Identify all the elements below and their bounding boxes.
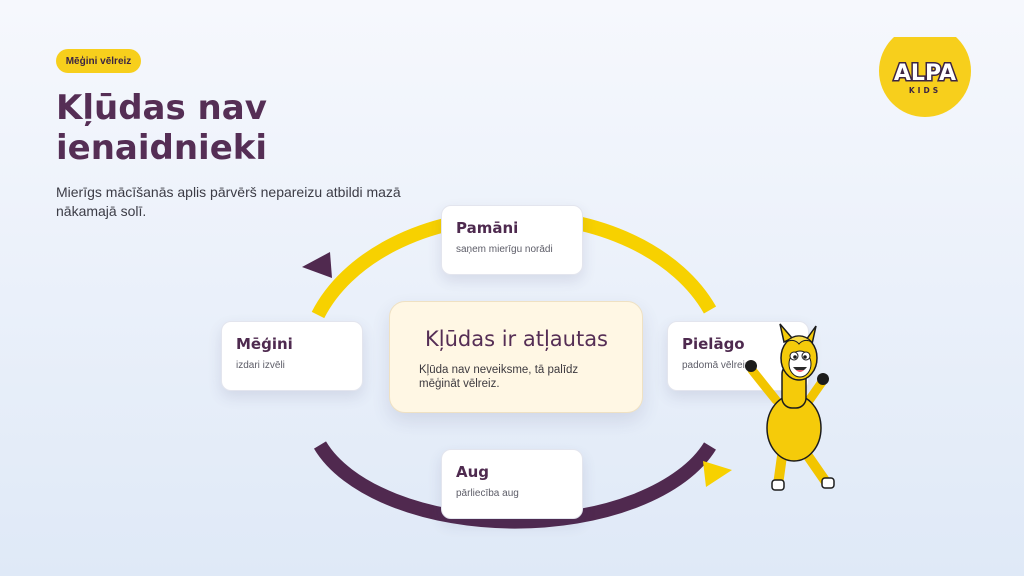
step-desc-try: izdari izvēli [236,360,285,371]
center-message-card: Kļūdas ir atļautas Kļūda nav neveiksme, … [389,301,643,413]
page-title-line-2: ienaidnieki [56,128,268,168]
step-card-grow[interactable]: Aug pārliecība aug [441,449,583,519]
logo-subtext: KIDS [909,86,941,95]
arrow-left-icon [302,252,332,278]
step-card-notice[interactable]: Pamāni saņem mierīgu norādi [441,205,583,275]
step-title-adjust: Pielāgo [682,335,745,353]
try-again-badge[interactable]: Mēģini vēlreiz [56,49,141,73]
arrow-right-icon [703,461,732,487]
page-subtitle: Mierīgs mācīšanās aplis pārvērš nepareiz… [56,184,401,219]
step-title-try: Mēģini [236,335,293,353]
step-desc-grow: pārliecība aug [456,488,519,499]
logo-circle [879,37,971,117]
step-desc-adjust: padomā vēlreiz [682,360,750,371]
center-title: Kļūdas ir atļautas [424,327,609,351]
center-description: Kļūda nav neveiksme, tā palīdz mēģināt v… [419,364,579,390]
alpaca-mascot-icon [745,323,835,491]
step-title-notice: Pamāni [456,219,519,237]
bottom-arc [313,441,716,529]
page-title: Kļūdas nav ienaidnieki [56,88,376,168]
step-title-grow: Aug [456,463,490,481]
step-desc-notice: saņem mierīgu norādi [456,244,553,255]
step-card-try[interactable]: Mēģini izdari izvēli [221,321,363,391]
alpa-kids-logo: ALPA KIDS [879,37,971,117]
page-title-line-1: Kļūdas nav [56,88,267,128]
try-again-badge-label: Mēģini vēlreiz [65,55,132,67]
logo-text: ALPA [894,61,956,86]
